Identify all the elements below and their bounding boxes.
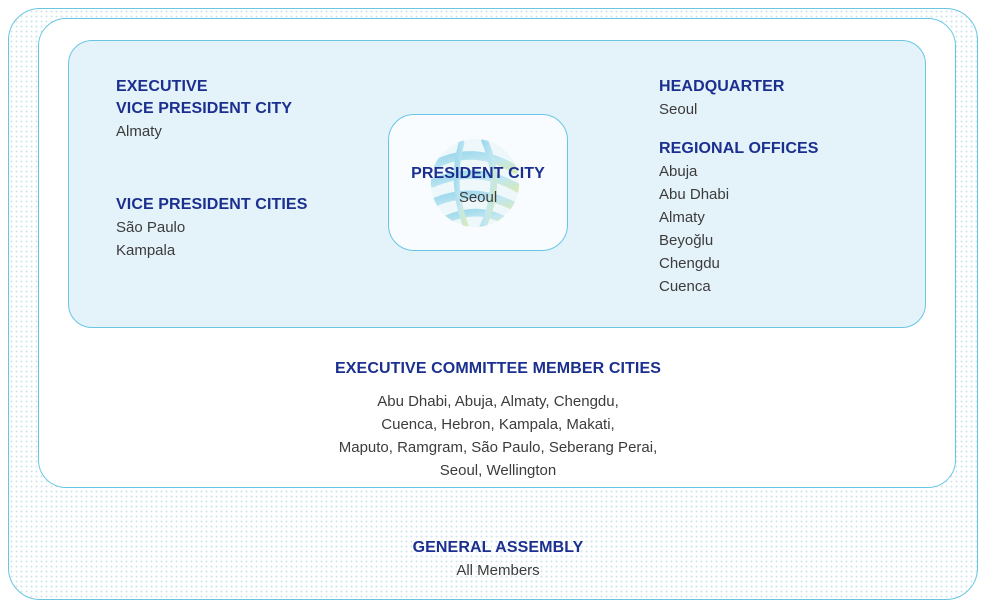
regional-office-city: Abuja <box>659 163 698 180</box>
executive-vp-heading-line2: VICE PRESIDENT CITY <box>116 100 293 117</box>
regional-office-city: Abu Dhabi <box>659 186 730 203</box>
president-city-name: Seoul <box>458 189 498 206</box>
executive-committee-block: EXECUTIVE COMMITTEE MEMBER CITIES Abu Dh… <box>238 358 758 482</box>
general-assembly-members: All Members <box>456 562 540 579</box>
general-assembly-block: GENERAL ASSEMBLY All Members <box>340 537 656 582</box>
vice-president-heading: VICE PRESIDENT CITIES <box>116 196 308 213</box>
executive-committee-line: Seoul, Wellington <box>439 462 557 479</box>
regional-offices-block: REGIONAL OFFICES Abuja Abu Dhabi Almaty … <box>659 138 819 298</box>
executive-committee-line: Maputo, Ramgram, São Paulo, Seberang Per… <box>338 439 658 456</box>
headquarter-heading: HEADQUARTER <box>659 78 785 95</box>
vice-president-list: São Paulo Kampala <box>116 216 307 262</box>
headquarter-city: Seoul <box>659 101 698 118</box>
executive-vp-heading-line1: EXECUTIVE <box>116 78 208 95</box>
vice-president-block: VICE PRESIDENT CITIES São Paulo Kampala <box>116 194 307 262</box>
regional-offices-list: Abuja Abu Dhabi Almaty Beyoğlu Chengdu C… <box>659 160 819 298</box>
regional-office-city: Almaty <box>659 209 705 226</box>
globe-icon <box>430 138 520 228</box>
president-city-box: PRESIDENT CITY Seoul <box>388 114 568 251</box>
executive-committee-line: Abu Dhabi, Abuja, Almaty, Chengdu, <box>377 393 619 410</box>
executive-vp-city: Almaty <box>116 123 162 140</box>
regional-office-city: Beyoğlu <box>659 232 714 249</box>
regional-offices-heading: REGIONAL OFFICES <box>659 140 819 157</box>
president-city-heading: PRESIDENT CITY <box>411 165 545 182</box>
vice-president-city: São Paulo <box>116 219 186 236</box>
executive-committee-line: Cuenca, Hebron, Kampala, Makati, <box>381 416 615 433</box>
executive-committee-heading: EXECUTIVE COMMITTEE MEMBER CITIES <box>335 360 661 377</box>
executive-vp-block: EXECUTIVE VICE PRESIDENT CITY Almaty <box>116 76 292 143</box>
headquarter-block: HEADQUARTER Seoul <box>659 76 785 121</box>
general-assembly-heading: GENERAL ASSEMBLY <box>412 539 584 556</box>
regional-office-city: Chengdu <box>659 255 720 272</box>
vice-president-city: Kampala <box>116 242 176 259</box>
regional-office-city: Cuenca <box>659 278 711 295</box>
